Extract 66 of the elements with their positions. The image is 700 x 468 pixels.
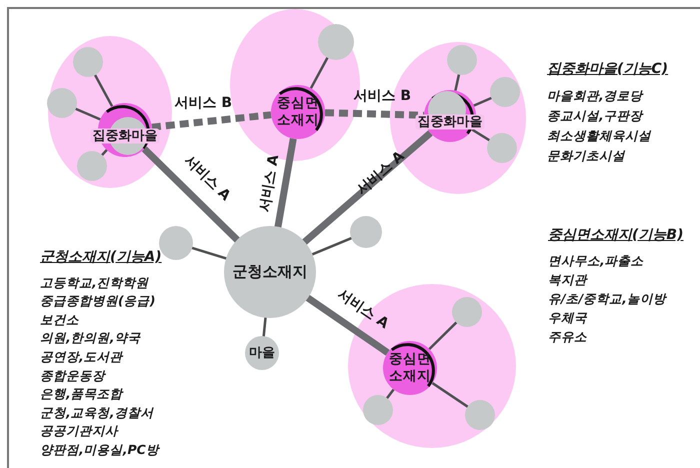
node-label: 집중화마을 (90, 128, 160, 144)
edge-label: 서비스 B (174, 96, 232, 110)
facility-list-item: 고등학교,진학학원 (40, 274, 149, 290)
facility-list-item: 면사무소,파출소 (548, 253, 644, 268)
village-circle (447, 45, 477, 75)
link-line (262, 316, 267, 338)
node-label: 군청소재지 (232, 264, 308, 280)
facility-list-item: 최소생활체육시설 (547, 128, 651, 143)
village-circle (318, 24, 354, 60)
facility-list-item: 복지관 (548, 272, 587, 287)
facility-list-item: 의원,한의원,약국 (40, 330, 140, 346)
road-line (302, 130, 433, 246)
link-line (74, 107, 101, 121)
road-line (305, 294, 390, 356)
edge-label: 서비스 B (353, 88, 412, 104)
link-line (471, 128, 491, 142)
village-circle (487, 133, 517, 163)
facility-list-item: 마을회관,경로당 (547, 88, 643, 103)
link-line (311, 236, 353, 256)
village-hub-circle (417, 88, 483, 144)
facility-list-item: 유/초/중학교,놀이방 (548, 291, 666, 306)
link-line (428, 320, 458, 350)
list-heading: 집중화마을(기능C) (547, 62, 668, 77)
facility-list-item: 양판점,미용실,PC방 (40, 442, 159, 457)
facility-list-item: 보건소 (40, 312, 79, 327)
list-heading: 군청소재지(기능A) (40, 250, 162, 265)
dashed-road-line (152, 111, 272, 131)
village-circle (47, 88, 77, 118)
village-circle (465, 400, 495, 430)
list-heading: 중심면소재지(기능B) (548, 228, 684, 243)
center-circle (382, 340, 438, 396)
village-circle (73, 47, 103, 77)
link-line (310, 56, 329, 89)
facility-list-item: 우체국 (548, 310, 587, 325)
node-label: 중심면소재지 (389, 351, 431, 385)
village-hub-circle (92, 101, 158, 159)
node-label: 집중화마을 (416, 114, 484, 130)
facility-list-item: 종교시설,구판장 (547, 108, 643, 123)
edge-label: 서비스 A (257, 153, 282, 213)
link-line (94, 74, 114, 107)
center-circle (270, 84, 326, 140)
facility-list-item: 종합운동장 (40, 368, 105, 383)
link-line (100, 149, 108, 157)
road-line (142, 146, 240, 243)
facility-list-item: 중급종합병원(응급) (40, 293, 156, 308)
node-label: 중심면소재지 (277, 95, 319, 129)
link-line (473, 96, 493, 107)
facility-list-item: 은행,품목조합 (40, 386, 123, 402)
village-circle (350, 216, 382, 248)
link-line (190, 246, 228, 260)
link-line (454, 73, 460, 91)
facility-list-item: 공공기관지사 (40, 423, 118, 438)
node-label: 마을 (249, 346, 275, 360)
village-circle (77, 151, 107, 181)
facility-list-item: 문화기초시설 (547, 148, 625, 163)
link-line (386, 388, 395, 400)
road-line (274, 138, 297, 228)
link-line (432, 382, 470, 408)
village-circle (159, 226, 193, 260)
town-circle (245, 336, 279, 370)
facility-list-item: 군청,교육청,경찰서 (40, 404, 154, 420)
village-circle (452, 297, 482, 327)
village-circle (490, 77, 520, 107)
facility-list-item: 공연장,도서관 (40, 349, 123, 364)
facility-list-item: 주유소 (548, 329, 587, 344)
village-circle (363, 395, 393, 425)
